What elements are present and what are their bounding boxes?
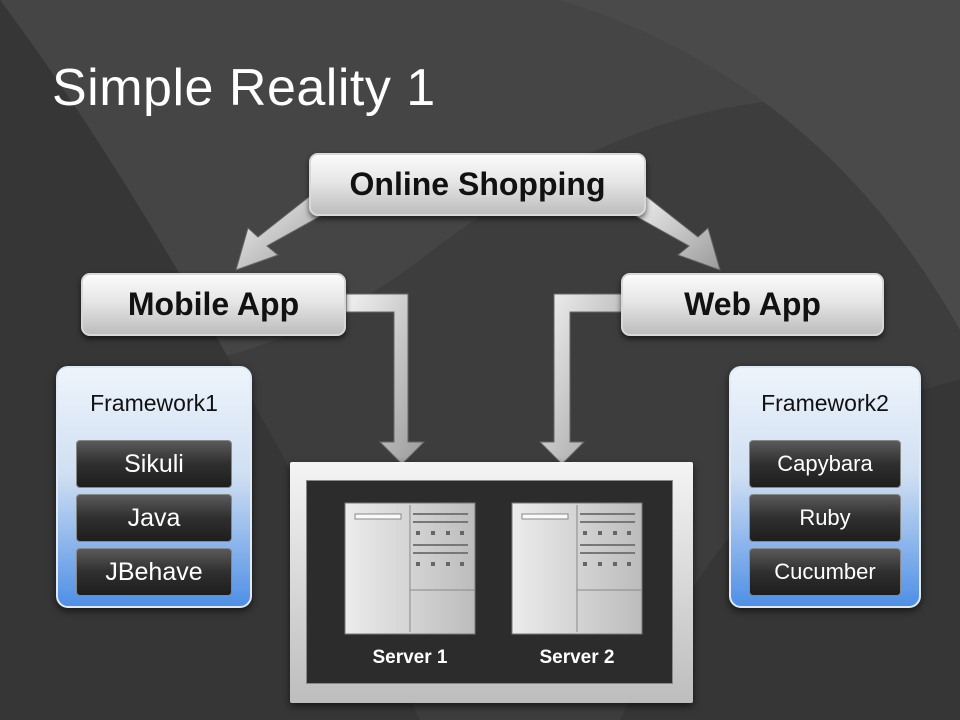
- framework1-box: Framework1 Sikuli Java JBehave: [56, 366, 252, 608]
- framework2-item: Ruby: [749, 494, 901, 542]
- server-1-icon: [344, 502, 476, 635]
- online-shopping-label: Online Shopping: [349, 166, 606, 202]
- framework1-item: Sikuli: [76, 440, 232, 488]
- framework1-item: JBehave: [76, 548, 232, 596]
- framework2-item: Cucumber: [749, 548, 901, 596]
- arrow-mobile-to-servers: [345, 293, 426, 465]
- framework1-title: Framework1: [90, 390, 218, 416]
- web-app-label: Web App: [684, 286, 821, 322]
- server-1-label: Server 1: [372, 647, 448, 668]
- framework2-box: Framework2 Capybara Ruby Cucumber: [729, 366, 921, 608]
- arrow-web-to-servers: [538, 293, 623, 465]
- mobile-app-node: Mobile App: [81, 273, 346, 336]
- mobile-app-label: Mobile App: [127, 286, 300, 322]
- arrow-to-mobile-app: [235, 195, 327, 271]
- online-shopping-node: Online Shopping: [309, 153, 646, 216]
- arrow-to-web-app: [629, 195, 721, 271]
- framework1-item: Java: [76, 494, 232, 542]
- server-2-label: Server 2: [539, 647, 615, 668]
- server-2-icon: [511, 502, 643, 635]
- framework2-item: Capybara: [749, 440, 901, 488]
- web-app-node: Web App: [621, 273, 884, 336]
- slide-title: Simple Reality 1: [52, 59, 436, 117]
- framework2-title: Framework2: [761, 390, 889, 416]
